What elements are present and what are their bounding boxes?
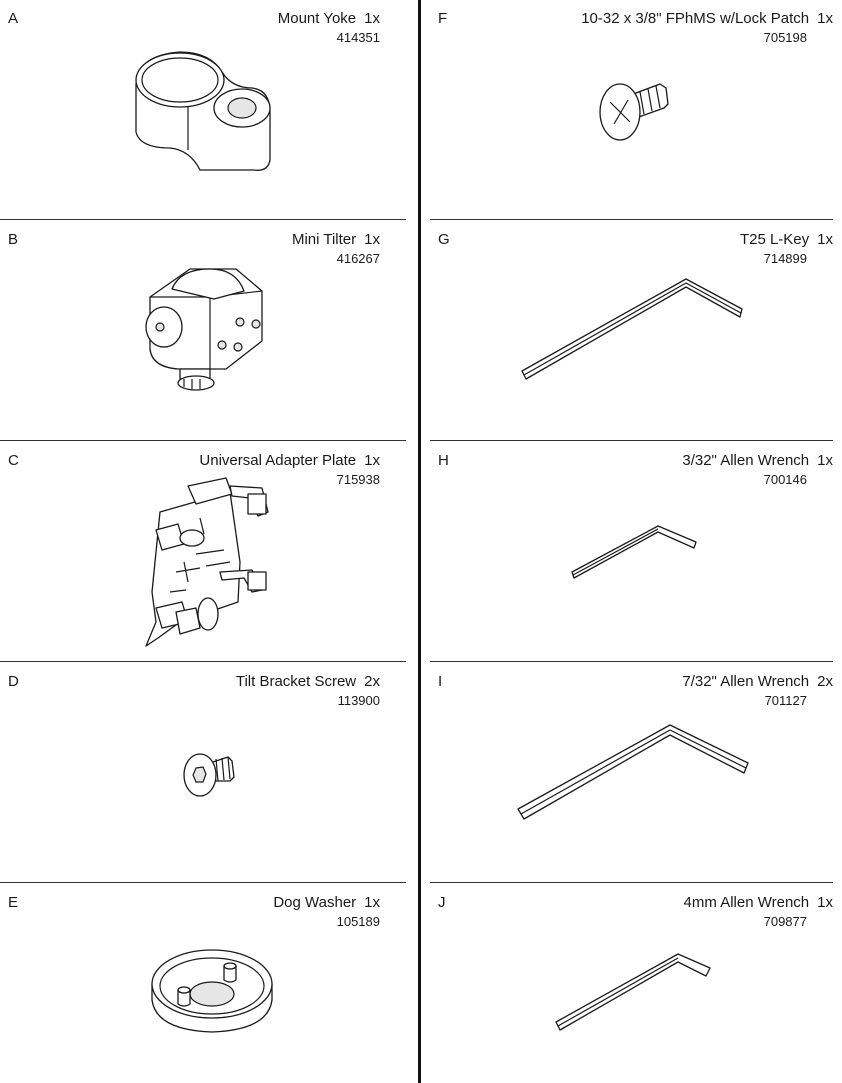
part-name: Dog Washer (273, 894, 357, 911)
part-letter: J (438, 894, 446, 911)
part-name: 7/32" Allen Wrench (682, 673, 810, 690)
part-qty: 1x (364, 452, 380, 469)
part-cell-h: H 3/32" Allen Wrench 1x 700146 (430, 442, 833, 663)
l-key-illustration (521, 278, 743, 380)
row-separator (430, 661, 833, 662)
allen-wrench-illustration (517, 724, 749, 820)
part-name: Tilt Bracket Screw (235, 673, 357, 690)
part-qty: 1x (364, 231, 380, 248)
row-separator (0, 219, 406, 220)
dog-washer-illustration (151, 949, 273, 1033)
allen-wrench-illustration (555, 953, 711, 1031)
part-qty: 1x (817, 10, 833, 27)
allen-wrench-illustration (571, 525, 697, 579)
part-number: 701127 (764, 693, 807, 708)
screw-illustration (183, 753, 235, 797)
part-cell-d: D Tilt Bracket Screw 2x 113900 (0, 663, 406, 884)
part-qty: 1x (817, 894, 833, 911)
part-letter: B (8, 231, 19, 248)
row-separator (430, 219, 833, 220)
part-name: Universal Adapter Plate (199, 452, 357, 469)
part-number: 705198 (763, 30, 807, 45)
part-number: 709877 (763, 914, 807, 929)
part-number: 715938 (336, 472, 380, 487)
part-letter: G (438, 231, 450, 248)
part-name: Mini Tilter (291, 231, 357, 248)
part-letter: H (438, 452, 449, 469)
part-number: 700146 (763, 472, 807, 487)
part-letter: I (438, 673, 443, 690)
part-name: 10-32 x 3/8" FPhMS w/Lock Patch (581, 10, 810, 27)
part-qty: 2x (364, 673, 380, 690)
column-divider (418, 0, 421, 1083)
part-number: 105189 (336, 914, 380, 929)
part-letter: F (438, 10, 448, 27)
row-separator (0, 882, 406, 883)
part-qty: 1x (817, 452, 833, 469)
mount-yoke-illustration (135, 51, 271, 171)
part-cell-i: I 7/32" Allen Wrench 2x 701127 (430, 663, 833, 884)
row-separator (0, 661, 406, 662)
mini-tilter-illustration (145, 268, 263, 391)
part-name: 4mm Allen Wrench (683, 894, 810, 911)
part-letter: A (8, 10, 19, 27)
row-separator (430, 440, 833, 441)
flat-head-screw-illustration (599, 83, 669, 141)
row-separator (0, 440, 406, 441)
part-number: 414351 (336, 30, 380, 45)
part-qty: 1x (364, 10, 380, 27)
part-cell-a: A Mount Yoke 1x 414351 (0, 0, 406, 221)
part-cell-b: B Mini Tilter 1x 416267 (0, 221, 406, 442)
part-qty: 1x (817, 231, 833, 248)
part-qty: 1x (364, 894, 380, 911)
part-cell-g: G T25 L-Key 1x 714899 (430, 221, 833, 442)
part-cell-f: F 10-32 x 3/8" FPhMS w/Lock Patch 1x 7051… (430, 0, 833, 221)
part-cell-j: J 4mm Allen Wrench 1x 709877 (430, 884, 833, 1083)
row-separator (430, 882, 833, 883)
part-number: 714899 (763, 251, 807, 266)
part-letter: D (8, 673, 19, 690)
part-letter: C (8, 452, 19, 469)
part-cell-c: C Universal Adapter Plate 1x 715938 (0, 442, 406, 663)
part-name: Mount Yoke (277, 10, 357, 27)
part-qty: 2x (817, 673, 833, 690)
adapter-plate-illustration (145, 477, 269, 647)
part-name: T25 L-Key (739, 231, 810, 248)
part-cell-e: E Dog Washer 1x 105189 (0, 884, 406, 1083)
part-number: 113900 (337, 693, 380, 708)
part-letter: E (8, 894, 19, 911)
part-number: 416267 (336, 251, 380, 266)
part-name: 3/32" Allen Wrench (682, 452, 810, 469)
